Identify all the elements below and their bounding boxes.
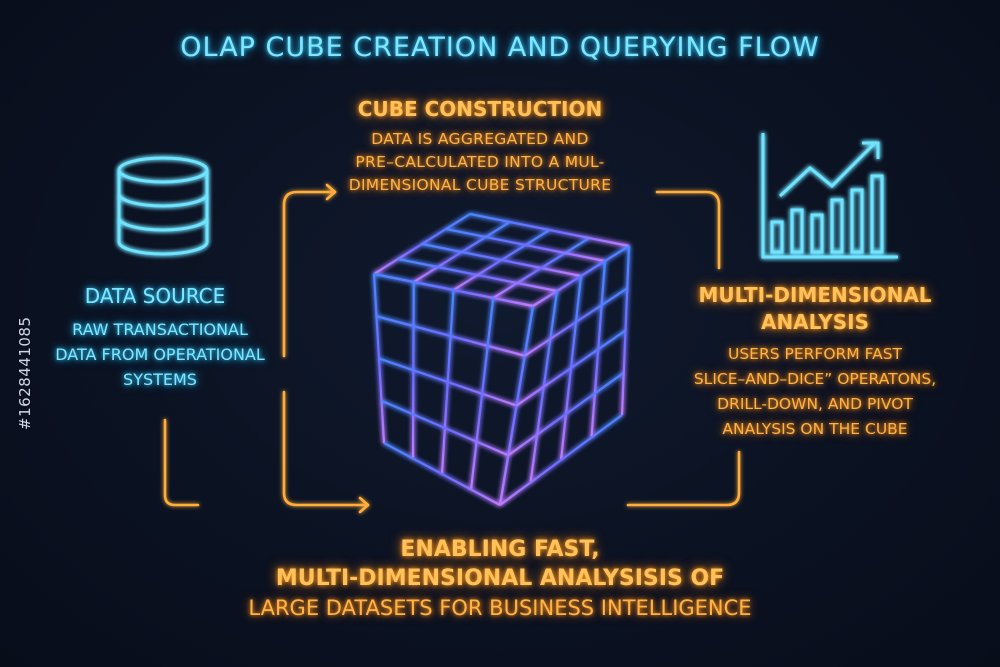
side-id-text: #1628441085 (16, 316, 34, 430)
data-source-line-2: DATA FROM OPERATIONAL (55, 345, 265, 364)
cube-icon (372, 212, 631, 506)
cube-construction-line-1: DATA IS AGGREGATED AND (371, 130, 589, 148)
data-source-line-3: SYSTEMS (123, 370, 197, 389)
cube-grid-line (590, 260, 607, 438)
cube-construction-title: CUBE CONSTRUCTION (357, 97, 603, 121)
analysis-line-3: DRILL-DOWN, AND PIVOT (717, 395, 913, 413)
cube-grid-line (381, 399, 509, 457)
cube-grid-line (421, 242, 582, 278)
analysis-line-2: SLICE–AND–DICE” OPERATONS, (693, 370, 937, 388)
cube-construction-line-2: PRE–CALCULATED INTO A MUL- (355, 153, 605, 171)
flow-arrow-icon (163, 183, 741, 514)
bar-chart-icon (761, 133, 898, 259)
analysis-line-1: USERS PERFORM FAST (727, 345, 902, 363)
cube-construction-line-3: DIMENSIONAL CUBE STRUCTURE (348, 176, 612, 194)
cube-grid-line (507, 371, 625, 457)
analysis-line-4: ANALYSIS ON THE CUBE (722, 420, 908, 438)
cube-grid-line (383, 442, 501, 506)
summary-line-2: MULTI-DIMENSIONAL ANALYSISIS OF (275, 566, 725, 591)
summary-line-1: ENABLING FAST, (400, 537, 600, 562)
cube-grid-line (499, 414, 623, 506)
cube-grid-line (515, 329, 627, 407)
cube-grid-line (469, 297, 495, 490)
database-icon (117, 156, 209, 256)
cube-grid-line (620, 245, 631, 416)
cube-grid-line (469, 212, 630, 248)
diagram-title: OLAP CUBE CREATION AND QUERYING FLOW (180, 32, 820, 63)
cube-grid-line (492, 237, 590, 299)
analysis-title-line-2: ANALYSIS (760, 310, 870, 334)
summary-line-3: LARGE DATASETS FOR BUSINESS INTELLIGENCE (248, 596, 752, 620)
cube-grid-line (378, 357, 517, 407)
data-source-title: DATA SOURCE (84, 284, 226, 308)
analysis-title-line-1: MULTI-DIMENSIONAL (698, 283, 932, 307)
data-source-line-1: RAW TRANSACTIONAL (72, 320, 248, 339)
cube-grid-line (445, 227, 606, 263)
